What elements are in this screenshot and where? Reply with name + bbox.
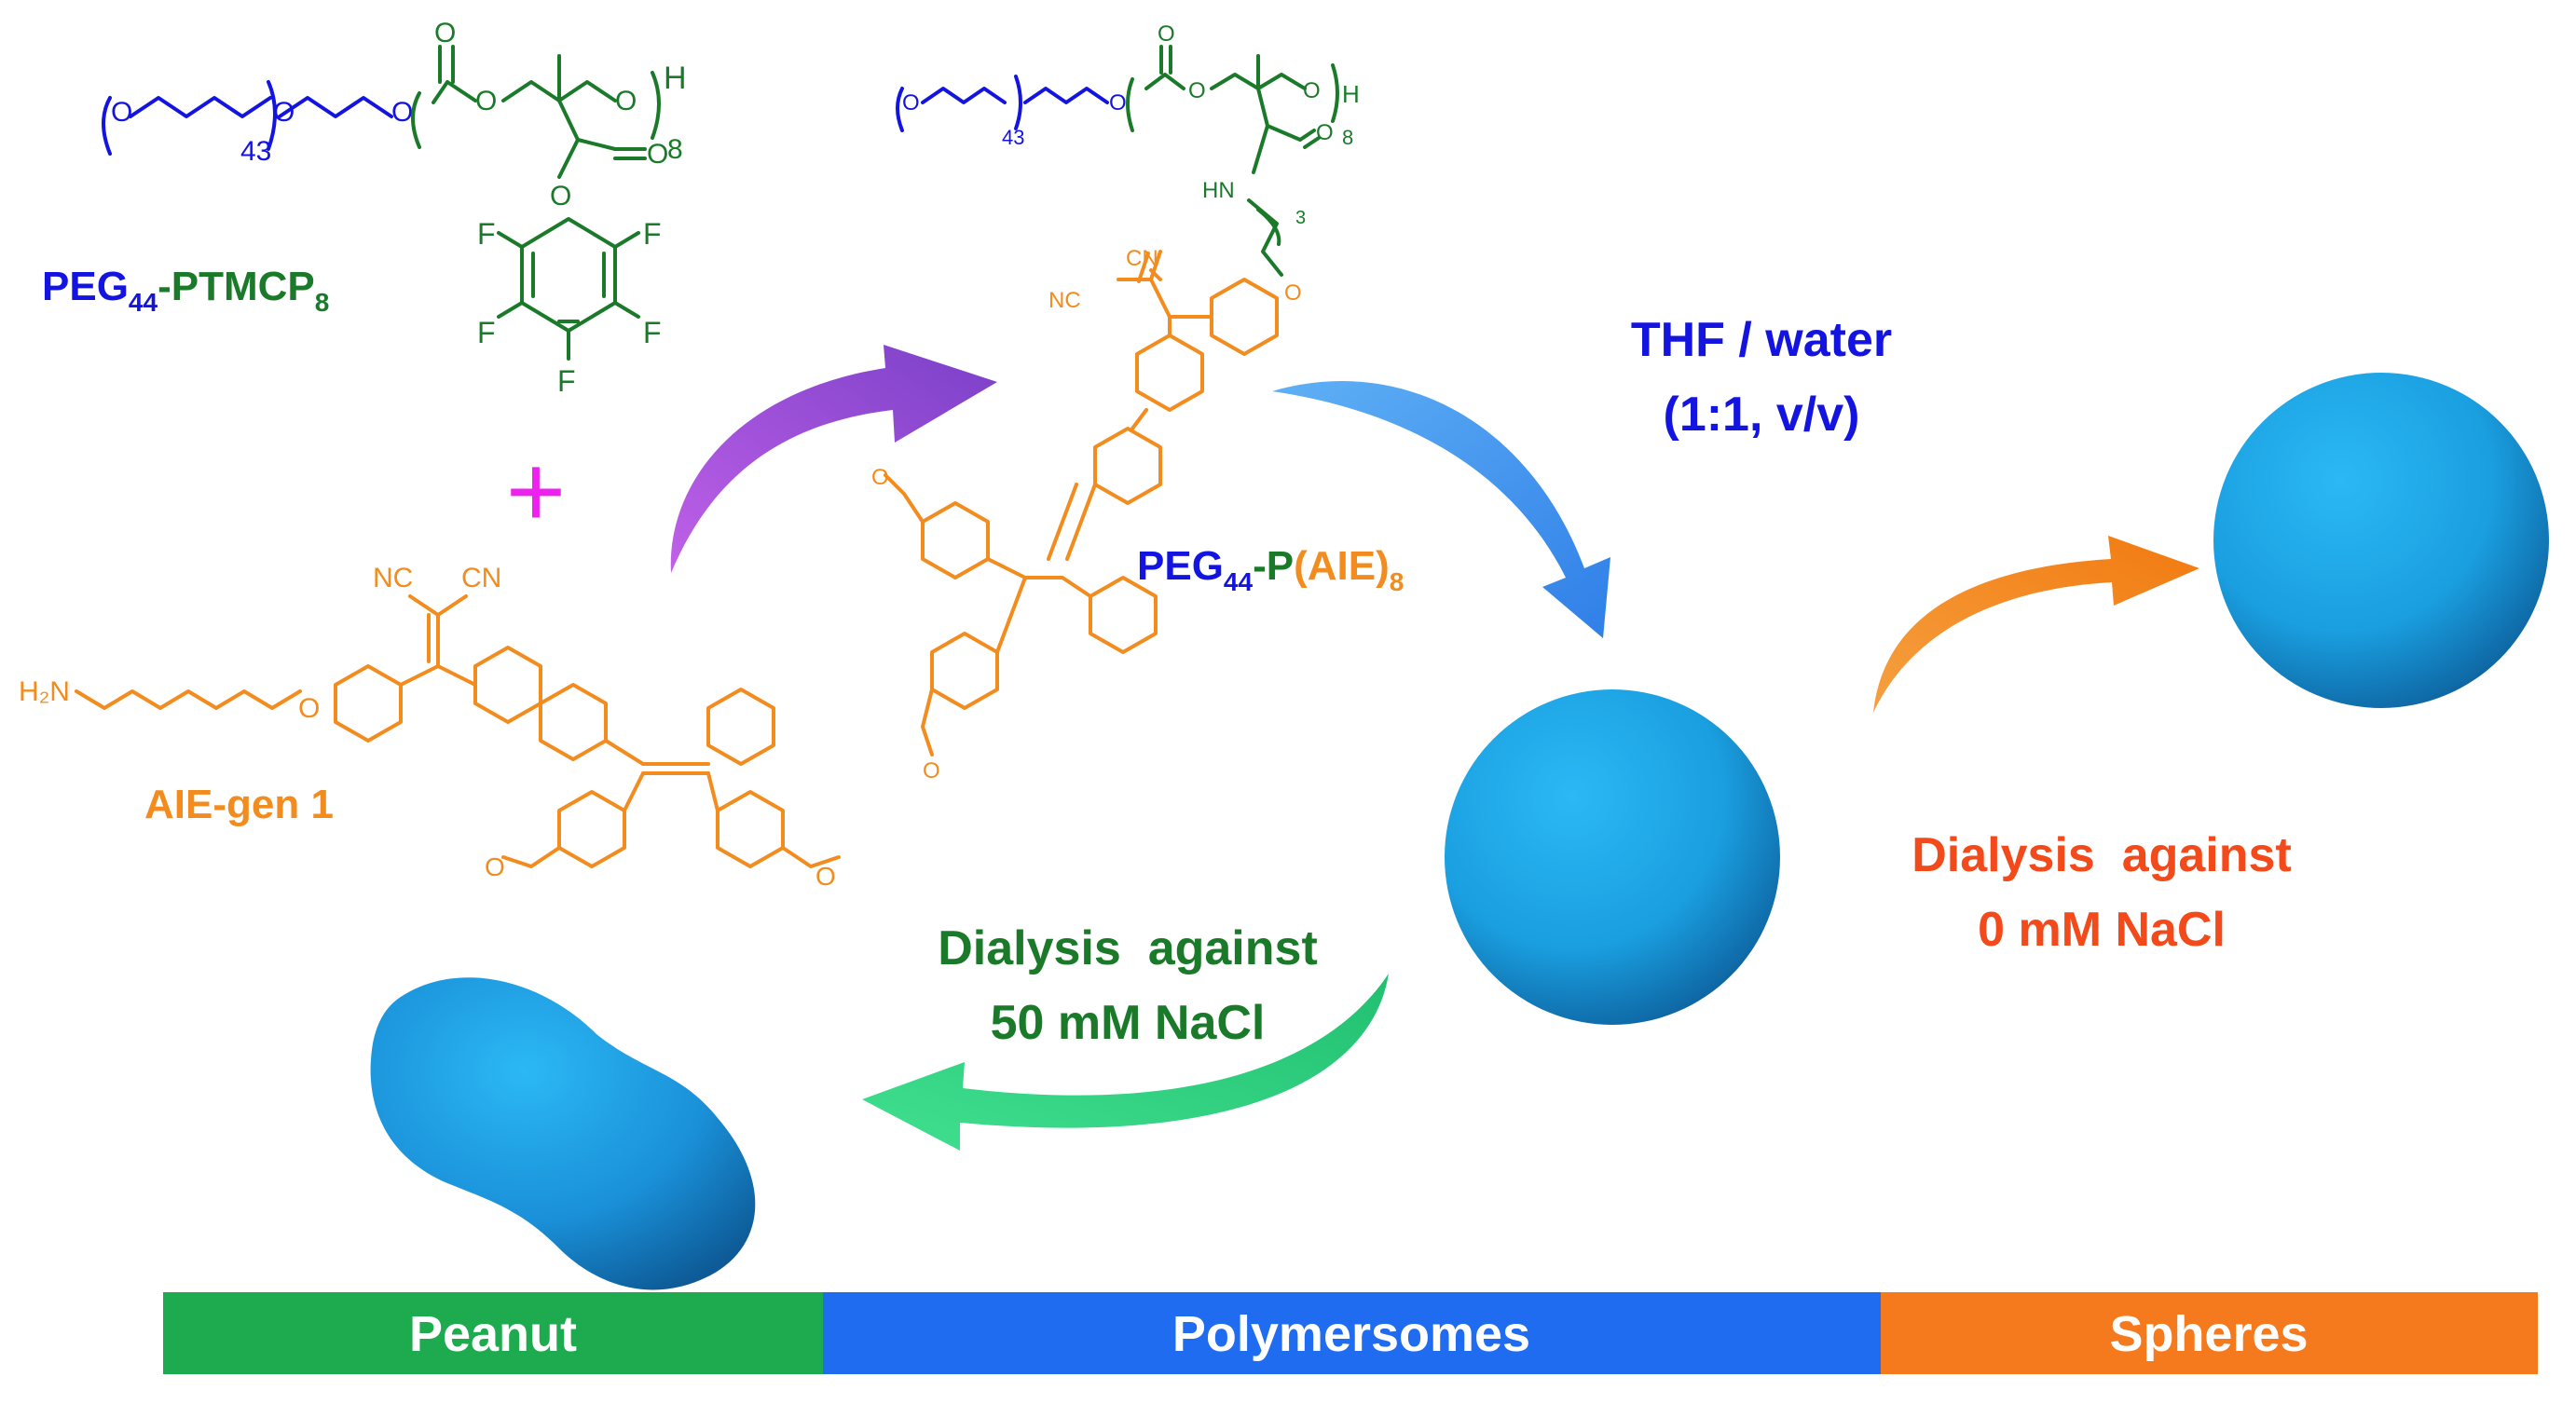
product-methoxy-oxygen-2: O (923, 758, 940, 784)
nitrile-left-label: NC (373, 563, 413, 593)
bar-label-peanut: Peanut (409, 1306, 577, 1362)
fluorine-label-3: F (477, 316, 496, 349)
selfassembly-label-line2: (1:1, v/v) (1664, 388, 1860, 442)
green-dialysis-arrow (862, 974, 1389, 1151)
tmc-repeat-count: 8 (667, 134, 683, 165)
product-carbonyl-oxygen: O (1158, 21, 1175, 47)
reagent-name: PEG44-PTMCP8 (42, 264, 329, 317)
orange-dialysis-arrow (1873, 536, 2199, 713)
product-name: PEG44-P(AIE)8 (1137, 543, 1404, 596)
plus-sign: + (506, 434, 566, 549)
spheres-particle (2213, 373, 2549, 708)
pendant-carbonyl-oxygen: O (647, 139, 668, 170)
bar-segment-spheres (1881, 1292, 2538, 1374)
amine-label: H₂N (19, 676, 70, 707)
blue-selfassembly-arrow (1272, 380, 1610, 638)
product-ester-oxygen: O (1109, 90, 1127, 116)
methoxy-oxygen-1: O (485, 852, 505, 881)
bar-segment-polymersomes (823, 1292, 1881, 1374)
carbonyl-oxygen-label: O (434, 18, 456, 48)
pendant-ester-oxygen: O (550, 181, 571, 211)
product-nitrile-left: NC (1048, 288, 1081, 313)
peanut-particle (370, 977, 756, 1290)
spheres-dialysis-line2: 0 mM NaCl (1978, 903, 2226, 957)
product-nitrile-right: CN (1126, 246, 1158, 271)
peg-oxygen-label-2: O (273, 97, 295, 128)
product-tmc-repeat: 8 (1342, 126, 1353, 149)
peanut-dialysis-line2: 50 mM NaCl (991, 996, 1266, 1050)
product-spacer-count: 3 (1295, 208, 1306, 228)
ether-oxygen-label: O (298, 693, 320, 724)
product-end-group: H (1342, 80, 1360, 108)
product-peg-oxygen: O (902, 90, 920, 116)
peanut-dialysis-line1: Dialysis against (938, 921, 1318, 975)
selfassembly-label-line1: THF / water (1631, 313, 1892, 367)
bar-label-polymersomes: Polymersomes (1172, 1306, 1530, 1362)
nitrile-right-label: CN (461, 563, 501, 593)
backbone-oxygen-label: O (615, 86, 637, 116)
peg-repeat-count: 43 (240, 136, 271, 167)
fluorine-label-4: F (643, 316, 662, 349)
purple-reaction-arrow (670, 345, 997, 573)
product-peg-repeat: 43 (1002, 126, 1024, 149)
product-methoxy-oxygen-1: O (871, 465, 889, 490)
aie-gen-label: AIE-gen 1 (144, 782, 334, 827)
product-backbone-oxygen: O (1303, 78, 1321, 103)
product-ether-oxygen: O (1284, 280, 1302, 306)
aie-gen-structure: H₂N O NC CN O O (19, 563, 841, 891)
product-polymer-structure: O 43 O O O O H 8 O HN 3 O CN NC (871, 21, 1360, 784)
carbonate-oxygen-label: O (475, 86, 497, 116)
fluorine-label-5: F (557, 364, 576, 398)
fluorine-label-2: F (643, 217, 662, 251)
product-amide-label: HN (1202, 178, 1235, 203)
spheres-dialysis-line1: Dialysis against (1911, 828, 2292, 882)
bar-label-spheres: Spheres (2109, 1306, 2308, 1362)
product-amide-oxygen: O (1316, 120, 1334, 145)
product-carbonate-oxygen: O (1188, 78, 1206, 103)
polymersome-sphere (1445, 689, 1780, 1025)
reagent-polymer-structure: O 43 O O O O O H 8 O O F F F F F (102, 18, 687, 398)
methoxy-oxygen-2: O (815, 862, 836, 891)
fluorine-label-1: F (477, 217, 496, 251)
bar-segment-peanut (163, 1292, 823, 1374)
end-group-label: H (664, 61, 687, 96)
peg-oxygen-label: O (111, 97, 132, 128)
ester-oxygen-label: O (391, 97, 413, 128)
